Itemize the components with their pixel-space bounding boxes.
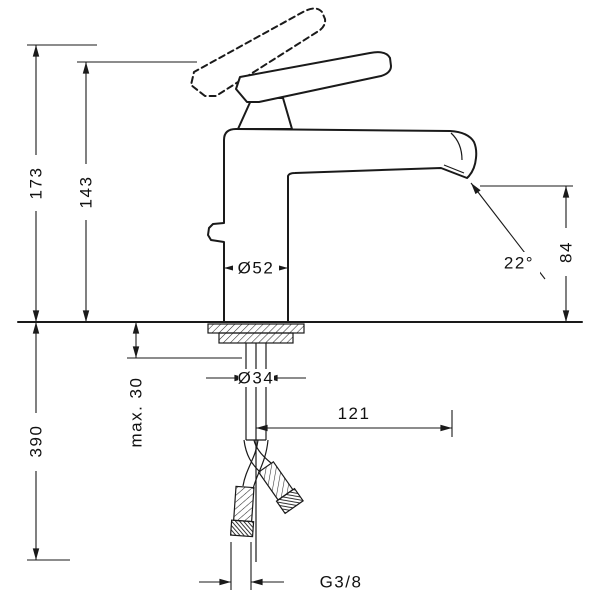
hose-connector-right bbox=[257, 461, 304, 515]
aerator-line bbox=[443, 164, 465, 174]
cartridge-cone bbox=[237, 97, 293, 130]
spout-tip-contour bbox=[450, 132, 463, 161]
label-g38: G3/8 bbox=[320, 573, 363, 592]
dimension-under-counter: 390 bbox=[26, 322, 70, 561]
dimension-outlet-angle: 22° bbox=[470, 182, 546, 280]
label-max-30: max. 30 bbox=[127, 377, 146, 448]
dimension-outlet-height: 84 bbox=[480, 185, 576, 322]
label-143: 143 bbox=[77, 176, 96, 209]
dimension-base-diameter: Ø52 bbox=[224, 258, 288, 278]
dimension-connection-thread: G3/8 bbox=[199, 542, 363, 592]
body-and-spout bbox=[207, 128, 478, 323]
label-121: 121 bbox=[338, 404, 371, 423]
label-dia-34: Ø34 bbox=[238, 369, 275, 388]
label-dia-52: Ø52 bbox=[238, 259, 275, 278]
supply-hoses bbox=[229, 439, 304, 538]
dimension-overall-height: 173 bbox=[26, 44, 97, 322]
dimension-shank-diameter: Ø34 bbox=[206, 369, 306, 388]
dimension-body-height: 143 bbox=[76, 61, 197, 322]
label-84: 84 bbox=[557, 241, 576, 263]
dimension-spout-reach: 121 bbox=[255, 404, 453, 437]
lever-handle bbox=[235, 51, 392, 103]
lever-raised-position bbox=[190, 7, 327, 97]
label-390: 390 bbox=[27, 425, 46, 458]
hose-connector-left bbox=[229, 485, 255, 538]
label-173: 173 bbox=[27, 167, 46, 200]
dimension-max-counter-thickness: max. 30 bbox=[127, 322, 242, 448]
label-22-deg: 22° bbox=[504, 254, 534, 273]
mounting-hardware bbox=[207, 323, 305, 562]
